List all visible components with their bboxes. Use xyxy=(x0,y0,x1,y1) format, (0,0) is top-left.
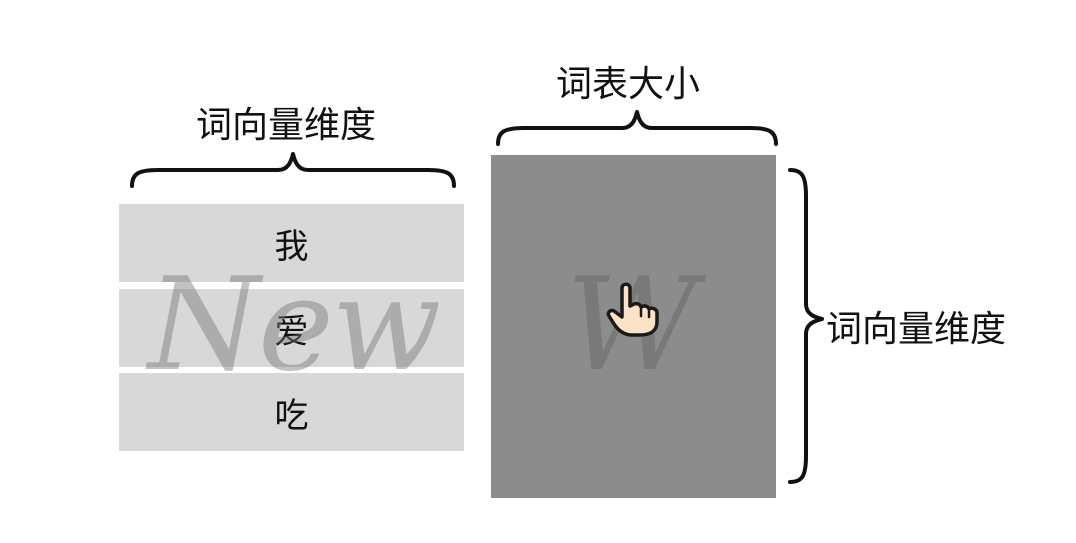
vector-row-chi: 吃 xyxy=(119,373,464,451)
embedding-dim-label-top: 词向量维度 xyxy=(196,105,377,146)
horizontal-brace-right xyxy=(496,110,778,146)
row-label: 爱 xyxy=(274,311,309,352)
embedding-dim-label-side: 词向量维度 xyxy=(826,309,1007,350)
vertical-brace-right xyxy=(788,168,824,484)
row-label: 我 xyxy=(274,226,309,267)
vector-row-wo: 我 xyxy=(119,204,464,282)
row-label: 吃 xyxy=(274,395,309,436)
vocab-size-label: 词表大小 xyxy=(556,64,701,105)
vector-row-ai: 爱 xyxy=(119,289,464,367)
horizontal-brace-left xyxy=(130,152,456,188)
pointing-hand-icon xyxy=(606,282,659,337)
